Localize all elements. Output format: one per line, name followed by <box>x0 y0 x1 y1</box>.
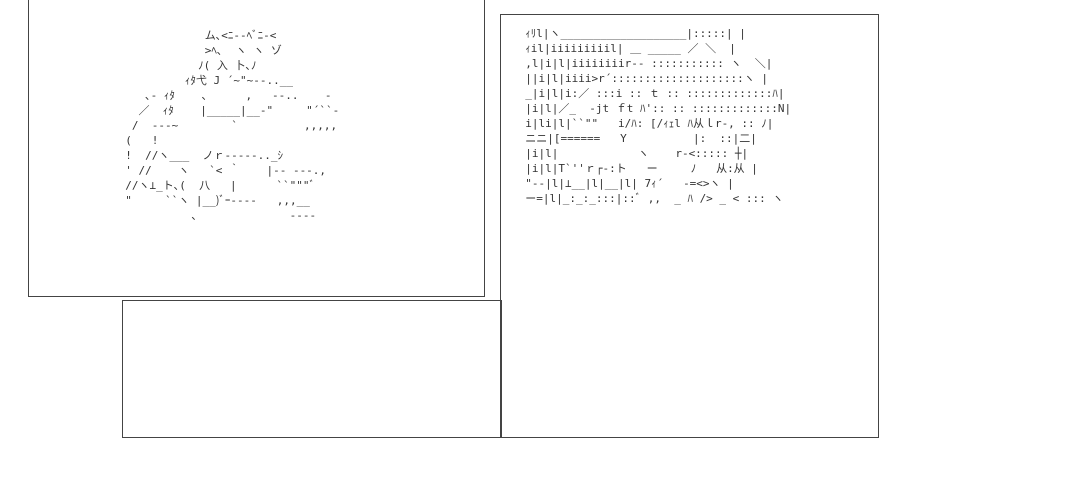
panel-frame-right-top <box>500 14 879 438</box>
ascii-art-character-left: ム､<ﾆ-‐ﾍﾞﾆ-< >ﾍ､ ヽ ヽ ゾ ﾉ( 入 卜､ﾉ ｨﾀ弋 J ´~"… <box>125 29 340 222</box>
panel-frame-left-top <box>28 0 485 297</box>
panel-frame-left-bottom <box>122 300 502 438</box>
ascii-art-room-right: ｨﾘl|ヽ___________________|:::::| | ｨil|ii… <box>525 27 792 205</box>
